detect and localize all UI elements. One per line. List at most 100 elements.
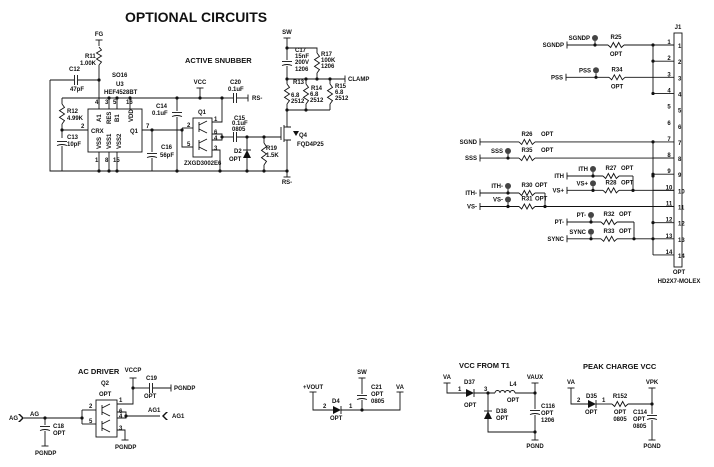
junction-dot	[115, 96, 119, 100]
r25-resistor	[607, 41, 625, 49]
r152-size-label: 0805	[613, 417, 627, 423]
u3-chip	[87, 108, 143, 153]
va-label: VA	[443, 375, 452, 381]
c21-capacitor	[356, 395, 368, 400]
r30-label: R30	[521, 183, 533, 189]
j1-value-label: OPT	[673, 270, 686, 276]
p1-label: 1	[349, 404, 353, 410]
j1-pin-14-wire-number: 14	[666, 250, 673, 256]
r13-label: R13	[293, 80, 305, 86]
ag1-input-arrow-icon	[162, 412, 168, 420]
j1-pin-10-wire-number: 10	[666, 185, 673, 191]
r32-label: R32	[603, 212, 615, 218]
j1-pin-9-wire-number: 9	[667, 169, 671, 175]
ag-port-label: AG	[9, 416, 18, 422]
p1-label: 1	[458, 387, 462, 393]
pn4-label: 4	[95, 100, 99, 106]
pin-vss-label: VSS	[97, 137, 103, 149]
c17-v-label: 200V	[295, 60, 309, 66]
rs-minus-label: RS-	[252, 96, 262, 102]
c17-label: C17	[295, 48, 307, 54]
junction-dot	[262, 169, 266, 173]
c15-capacitor	[233, 132, 237, 142]
pin-vss2-label: VSS2	[117, 133, 123, 149]
r152-label: R152	[613, 394, 628, 400]
c114-val-label: OPT	[633, 417, 646, 423]
c12-val-label: 47pF	[70, 87, 84, 93]
r14-label: R14	[311, 86, 323, 92]
wire	[287, 47, 318, 53]
r12-resistor	[58, 103, 66, 125]
net-sgnd-label: SGND	[460, 140, 478, 146]
c116-val-label: OPT	[541, 411, 554, 417]
d2-label: D2	[234, 149, 242, 155]
j1-pin-2-number: 2	[678, 60, 682, 66]
pgnd-label: PGND	[526, 444, 544, 450]
c16-capacitor	[146, 153, 158, 158]
junction-dot	[107, 96, 111, 100]
j1-pin-13-number: 13	[678, 238, 685, 244]
r26-resistor	[518, 138, 536, 146]
j1-part-label: HD2X7-MOLEX	[658, 279, 701, 285]
d4-diode	[333, 406, 342, 414]
page-title: OPTIONAL CIRCUITS	[125, 9, 267, 25]
q1-driver-ic	[192, 117, 213, 158]
pin-q1-label: Q1	[130, 129, 139, 135]
c21-val-label: OPT	[371, 392, 384, 398]
net-vsm-label: VS-	[467, 205, 477, 211]
junction-dot	[128, 96, 132, 100]
j1-pin-10-number: 10	[678, 189, 685, 195]
net-ptm-label: PT-	[555, 220, 564, 226]
c15-val-label: 0.1uF	[232, 121, 248, 127]
r30-value: OPT	[535, 183, 548, 189]
junction-dot	[175, 96, 179, 100]
r-size-label: 2512	[291, 99, 305, 105]
c12-label: C12	[69, 67, 81, 73]
q1p4-label: 4	[214, 136, 218, 142]
c17-size-label: 1206	[295, 67, 309, 73]
j1-pin-11-wire-number: 11	[666, 202, 673, 208]
pn15-label: 15	[113, 158, 120, 164]
c114-label: C114	[633, 410, 648, 416]
vcc-label: VCC	[194, 80, 207, 86]
c18-label: C18	[53, 424, 65, 430]
r17-resistor	[313, 52, 321, 74]
test-point-icon	[592, 35, 598, 41]
q1p2-label: 2	[187, 123, 191, 129]
junction-dot	[651, 91, 655, 96]
pn16-label: 16	[126, 100, 133, 106]
j1-pin-12-wire-number: 12	[666, 218, 673, 224]
junction-dot	[651, 174, 655, 178]
junction-dot	[651, 221, 655, 225]
junction-dot	[220, 96, 224, 100]
vpk-label: VPK	[646, 380, 659, 386]
r12-label: R12	[67, 109, 79, 115]
q2-driver-ic	[95, 399, 118, 438]
j1-pin-1-number: 1	[678, 44, 682, 50]
q2-val-label: OPT	[99, 392, 112, 398]
r11-resistor	[95, 46, 103, 66]
j1-pin-7-number: 7	[678, 141, 682, 147]
net-sgndp-label: SGNDP	[543, 43, 564, 49]
j1-pin-7-wire-number: 7	[667, 137, 671, 143]
test-point-icon	[505, 183, 511, 189]
testpoint-vsm-label: VS-	[493, 198, 503, 204]
c16-val-label: 56pF	[160, 153, 174, 159]
wire	[570, 388, 588, 405]
junction-dot	[506, 156, 510, 160]
test-point-icon	[590, 166, 596, 172]
r14-resistor	[302, 83, 310, 105]
pin-vss1-label: VSS1	[107, 133, 113, 149]
p6-label: 6	[119, 409, 123, 415]
j1-pin-9-number: 9	[678, 173, 682, 179]
q4-mosfet-icon	[280, 125, 299, 142]
wire	[286, 110, 291, 128]
l4-label: L4	[509, 382, 517, 388]
r-size-label: 2512	[335, 96, 349, 102]
vout-label: +VOUT	[303, 385, 324, 391]
r34-value: OPT	[611, 84, 624, 90]
rs-minus2-label: RS-	[282, 180, 292, 186]
pgndp-label-1: PGNDP	[35, 451, 56, 457]
r25-value: OPT	[610, 52, 623, 58]
